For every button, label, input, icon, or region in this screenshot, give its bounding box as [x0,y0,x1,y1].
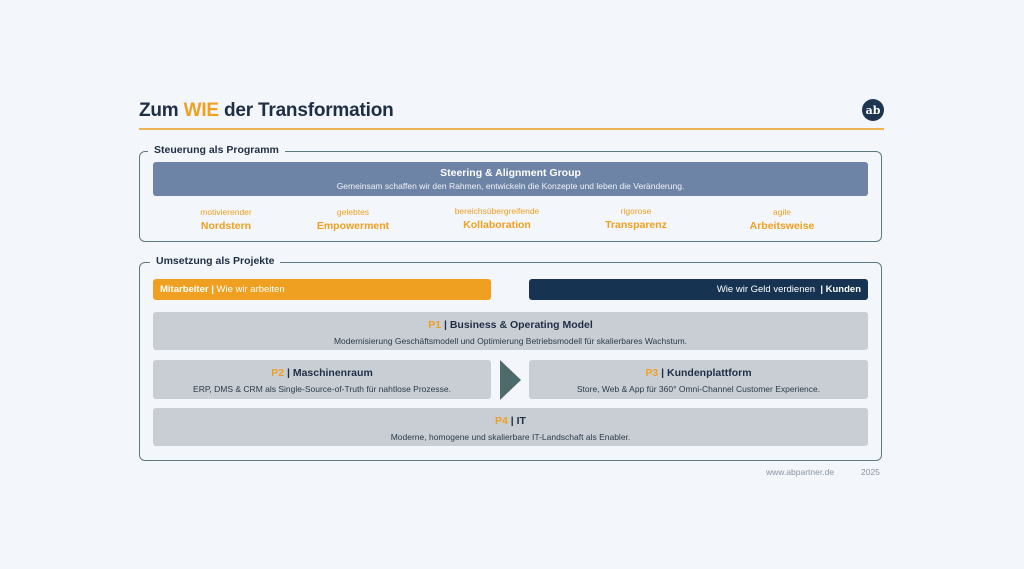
steering-section-label: Steuerung als Programm [148,144,285,156]
pillar-large-text: Empowerment [316,220,390,232]
project-p1-description: Modernisierung Geschäftsmodell und Optim… [333,336,688,346]
project-name: | Business & Operating Model [441,319,593,331]
project-number: P1 [428,319,442,331]
project-number: P4 [495,415,508,427]
title-accent: WIE [183,100,219,121]
company-logo: ab [862,99,884,121]
pillar-small-text: rigorose [620,206,652,216]
project-p1: P1 | Business & Operating Model Modernis… [153,312,868,350]
employees-text: Wie wir arbeiten [216,284,285,295]
arrow-right-icon [500,360,521,400]
projects-section-label: Umsetzung als Projekte [150,255,281,267]
bar-separator: | [208,284,217,295]
employees-bar: Mitarbeiter | Wie wir arbeiten [153,279,491,300]
pillar-small-text: agile [773,207,791,217]
project-name: | Maschinenraum [284,367,373,379]
footer-year: 2025 [861,467,880,477]
steering-alignment-group: Steering & Alignment Group Gemeinsam sch… [153,162,868,196]
footer-url[interactable]: www.abpartner.de [766,467,835,477]
pillar-large-text: Nordstern [200,220,252,232]
project-p2: P2 | Maschinenraum ERP, DMS & CRM als Si… [153,360,491,399]
pillar-arbeitsweise: agile Arbeitsweise [712,207,852,232]
steering-frame [139,151,882,242]
pillar-small-text: bereichsübergreifende [454,206,540,216]
projects-frame [139,262,882,461]
customers-bar: Wie wir Geld verdienen | Kunden [529,279,868,300]
title-prefix: Zum [139,100,184,121]
bar-separator: | [815,284,826,295]
project-p3-description: Store, Web & App für 360° Omni-Channel C… [576,384,821,394]
project-p4-description: Moderne, homogene und skalierbare IT-Lan… [390,432,631,442]
project-p1-title: P1 | Business & Operating Model [153,319,868,331]
project-number: P2 [271,367,285,379]
page-title: Zum WIE der Transformation [139,100,394,122]
project-name: | IT [507,415,526,427]
steering-group-title: Steering & Alignment Group [440,167,581,179]
project-p4: P4 | IT Moderne, homogene und skalierbar… [153,408,868,446]
pillar-transparenz: rigorose Transparenz [566,206,706,231]
pillar-kollaboration: bereichsübergreifende Kollaboration [427,206,567,231]
pillar-empowerment: gelebtes Empowerment [283,207,423,232]
project-number: P3 [645,367,659,379]
title-divider [139,128,884,130]
project-p2-description: ERP, DMS & CRM als Single-Source-of-Trut… [193,384,451,394]
pillar-large-text: Transparenz [605,219,667,231]
project-p3: P3 | Kundenplattform Store, Web & App fü… [529,360,868,399]
project-p4-title: P4 | IT [153,415,868,427]
employees-label: Mitarbeiter [160,284,209,295]
steering-group-subtitle: Gemeinsam schaffen wir den Rahmen, entwi… [336,181,685,191]
pillar-large-text: Arbeitsweise [749,220,815,232]
project-p3-title: P3 | Kundenplattform [529,367,868,379]
pillar-small-text: motivierender [200,207,252,217]
pillar-small-text: gelebtes [336,207,370,217]
project-name: | Kundenplattform [658,367,752,379]
customers-label: Kunden [825,284,861,295]
logo-text: ab [865,103,881,117]
pillar-large-text: Kollaboration [463,219,531,231]
project-p2-title: P2 | Maschinenraum [153,367,491,379]
customers-text: Wie wir Geld verdienen [716,284,816,295]
pillar-nordstern: motivierender Nordstern [156,207,296,232]
title-suffix: der Transformation [218,100,394,121]
